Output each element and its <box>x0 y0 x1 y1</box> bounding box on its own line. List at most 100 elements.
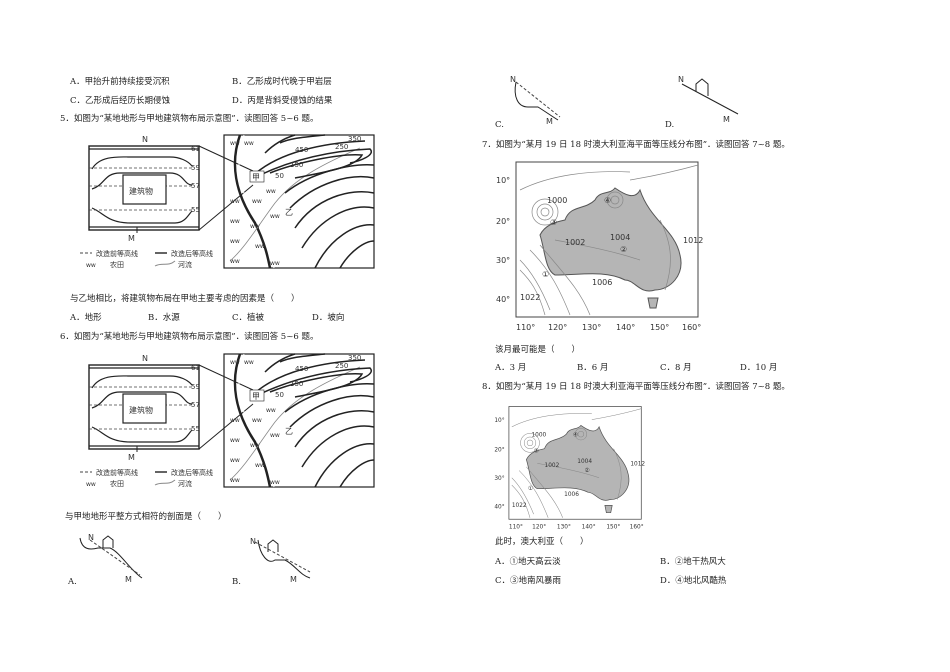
figure-label: 1022 <box>520 293 540 302</box>
isobar-map: 1000 1002 1004 1006 1012 1022 ① ② ③ ④ 10… <box>490 405 650 530</box>
q7-option-b: B．6 月 <box>577 363 609 373</box>
figure-label: ww <box>270 213 280 220</box>
building <box>122 174 167 205</box>
tasmania <box>604 505 613 514</box>
figure-shape <box>269 372 364 398</box>
figure-label: 160° <box>682 323 701 332</box>
legend-after: 改造后等高线 <box>171 249 213 258</box>
figure-label: 110° <box>516 323 535 332</box>
figure-shape <box>154 260 176 267</box>
figure-shape <box>102 535 114 548</box>
figure-shape <box>529 249 571 316</box>
q6-question: 与甲地地形平整方式相符的剖面是（ ） <box>65 512 227 522</box>
isobars <box>511 408 642 518</box>
lon-ticks: 110° 120° 130° 140° 150° 160° <box>516 323 701 332</box>
figure-label: ww <box>266 188 276 195</box>
figure-shape <box>301 206 375 249</box>
legend-farmland: 农田 <box>110 260 124 269</box>
figure-label: ww <box>250 442 260 449</box>
figure-shape <box>289 176 375 209</box>
figure-label: 30° <box>496 256 510 265</box>
q5-question: 与乙地相比，将建筑物布局在甲地主要考虑的因素是（ ） <box>70 294 300 304</box>
figure-label: ww <box>230 238 240 245</box>
figure-label: M <box>723 115 730 124</box>
figure-label: ww <box>244 359 254 366</box>
figure-shape <box>279 134 326 144</box>
inset-frame <box>88 364 200 450</box>
figure-shape <box>511 477 534 515</box>
figure-label: 1006 <box>592 278 612 287</box>
place-yi: 乙 <box>285 208 293 217</box>
figure-shape <box>255 140 366 174</box>
figure-shape <box>613 448 622 500</box>
figure-shape <box>526 439 534 447</box>
figure-label: ww <box>244 140 254 147</box>
contour-after <box>91 426 193 443</box>
figure-shape <box>514 81 559 121</box>
q4-option-a: A．甲抬升前持续接受沉积 <box>70 77 170 87</box>
figure-label: 120° <box>548 323 567 332</box>
figure-shape <box>695 78 709 96</box>
inset-frame <box>88 145 200 231</box>
australia-land <box>525 424 630 501</box>
north-label: N <box>142 135 148 144</box>
contours-map <box>255 353 375 488</box>
figure-label: ww <box>230 477 240 484</box>
contour-after <box>91 172 193 190</box>
figure-shape <box>264 134 296 154</box>
figure-shape <box>233 353 272 488</box>
figure-shape <box>511 484 531 518</box>
figure-label: ww <box>252 198 262 205</box>
contour-after <box>91 156 193 170</box>
australia-land <box>539 187 682 292</box>
figure-label: 1012 <box>630 461 645 467</box>
figure-label: 250 <box>335 143 348 151</box>
figure-label: 30° <box>494 476 504 482</box>
figure-label: 450 <box>295 365 308 373</box>
figure-shape: 1000 1002 1004 1006 1012 1022 ① ② ③ ④ <box>520 196 703 302</box>
figure-label: ww <box>270 479 280 486</box>
figure-shape <box>233 134 272 269</box>
q5-option-b: B．水源 <box>148 313 180 323</box>
legend-before: 改造前等高线 <box>96 468 138 477</box>
figure-shape <box>284 164 375 194</box>
q8-option-a: A．①地天高云淡 <box>495 557 561 567</box>
profile-a: N M <box>70 530 160 594</box>
q8-option-c: C．③地南风暴雨 <box>495 576 562 586</box>
figure-label: ww <box>230 218 240 225</box>
q5-option-c: C．植被 <box>232 313 265 323</box>
figure-shape <box>339 459 375 488</box>
isobar-map: 1000 1002 1004 1006 1012 1022 ① ② ③ ④ 10… <box>490 160 710 344</box>
figure-label: ww <box>86 262 96 269</box>
figure-label: ww <box>270 260 280 267</box>
lat-ticks: 10° 20° 30° 40° <box>496 176 510 304</box>
figure-shape <box>254 541 311 573</box>
figure-shape <box>284 383 375 413</box>
building-label: 建筑物 <box>129 186 153 196</box>
figure-shape <box>294 410 375 448</box>
figure-label: 50 <box>275 391 284 399</box>
figure-label: 350 <box>348 135 361 143</box>
figure-label: N <box>510 75 516 84</box>
q8-option-d: D．④地北风酷热 <box>660 576 727 586</box>
figure-label: 59 <box>191 164 200 172</box>
figure-label: ww <box>255 462 265 469</box>
figure-shape <box>249 389 265 402</box>
figure-shape <box>519 259 551 311</box>
figure-shape <box>515 81 561 118</box>
figure-label: 350 <box>348 354 361 362</box>
figure-shape <box>511 413 592 428</box>
river <box>229 366 361 481</box>
figure-shape <box>591 408 642 420</box>
north-label: N <box>142 354 148 363</box>
figure-label: 59 <box>191 383 200 391</box>
legend-before: 改造前等高线 <box>96 249 138 258</box>
q6-option-d: D. <box>665 120 675 130</box>
figure-shape <box>198 145 254 172</box>
contour-after <box>91 391 193 409</box>
figure-label: ww <box>230 198 240 205</box>
figure-shape <box>519 269 546 316</box>
q8-stem: 8．如图为“某月 19 日 18 时澳大利亚海平面等压线分布图”．读图回答 7~… <box>482 382 790 392</box>
